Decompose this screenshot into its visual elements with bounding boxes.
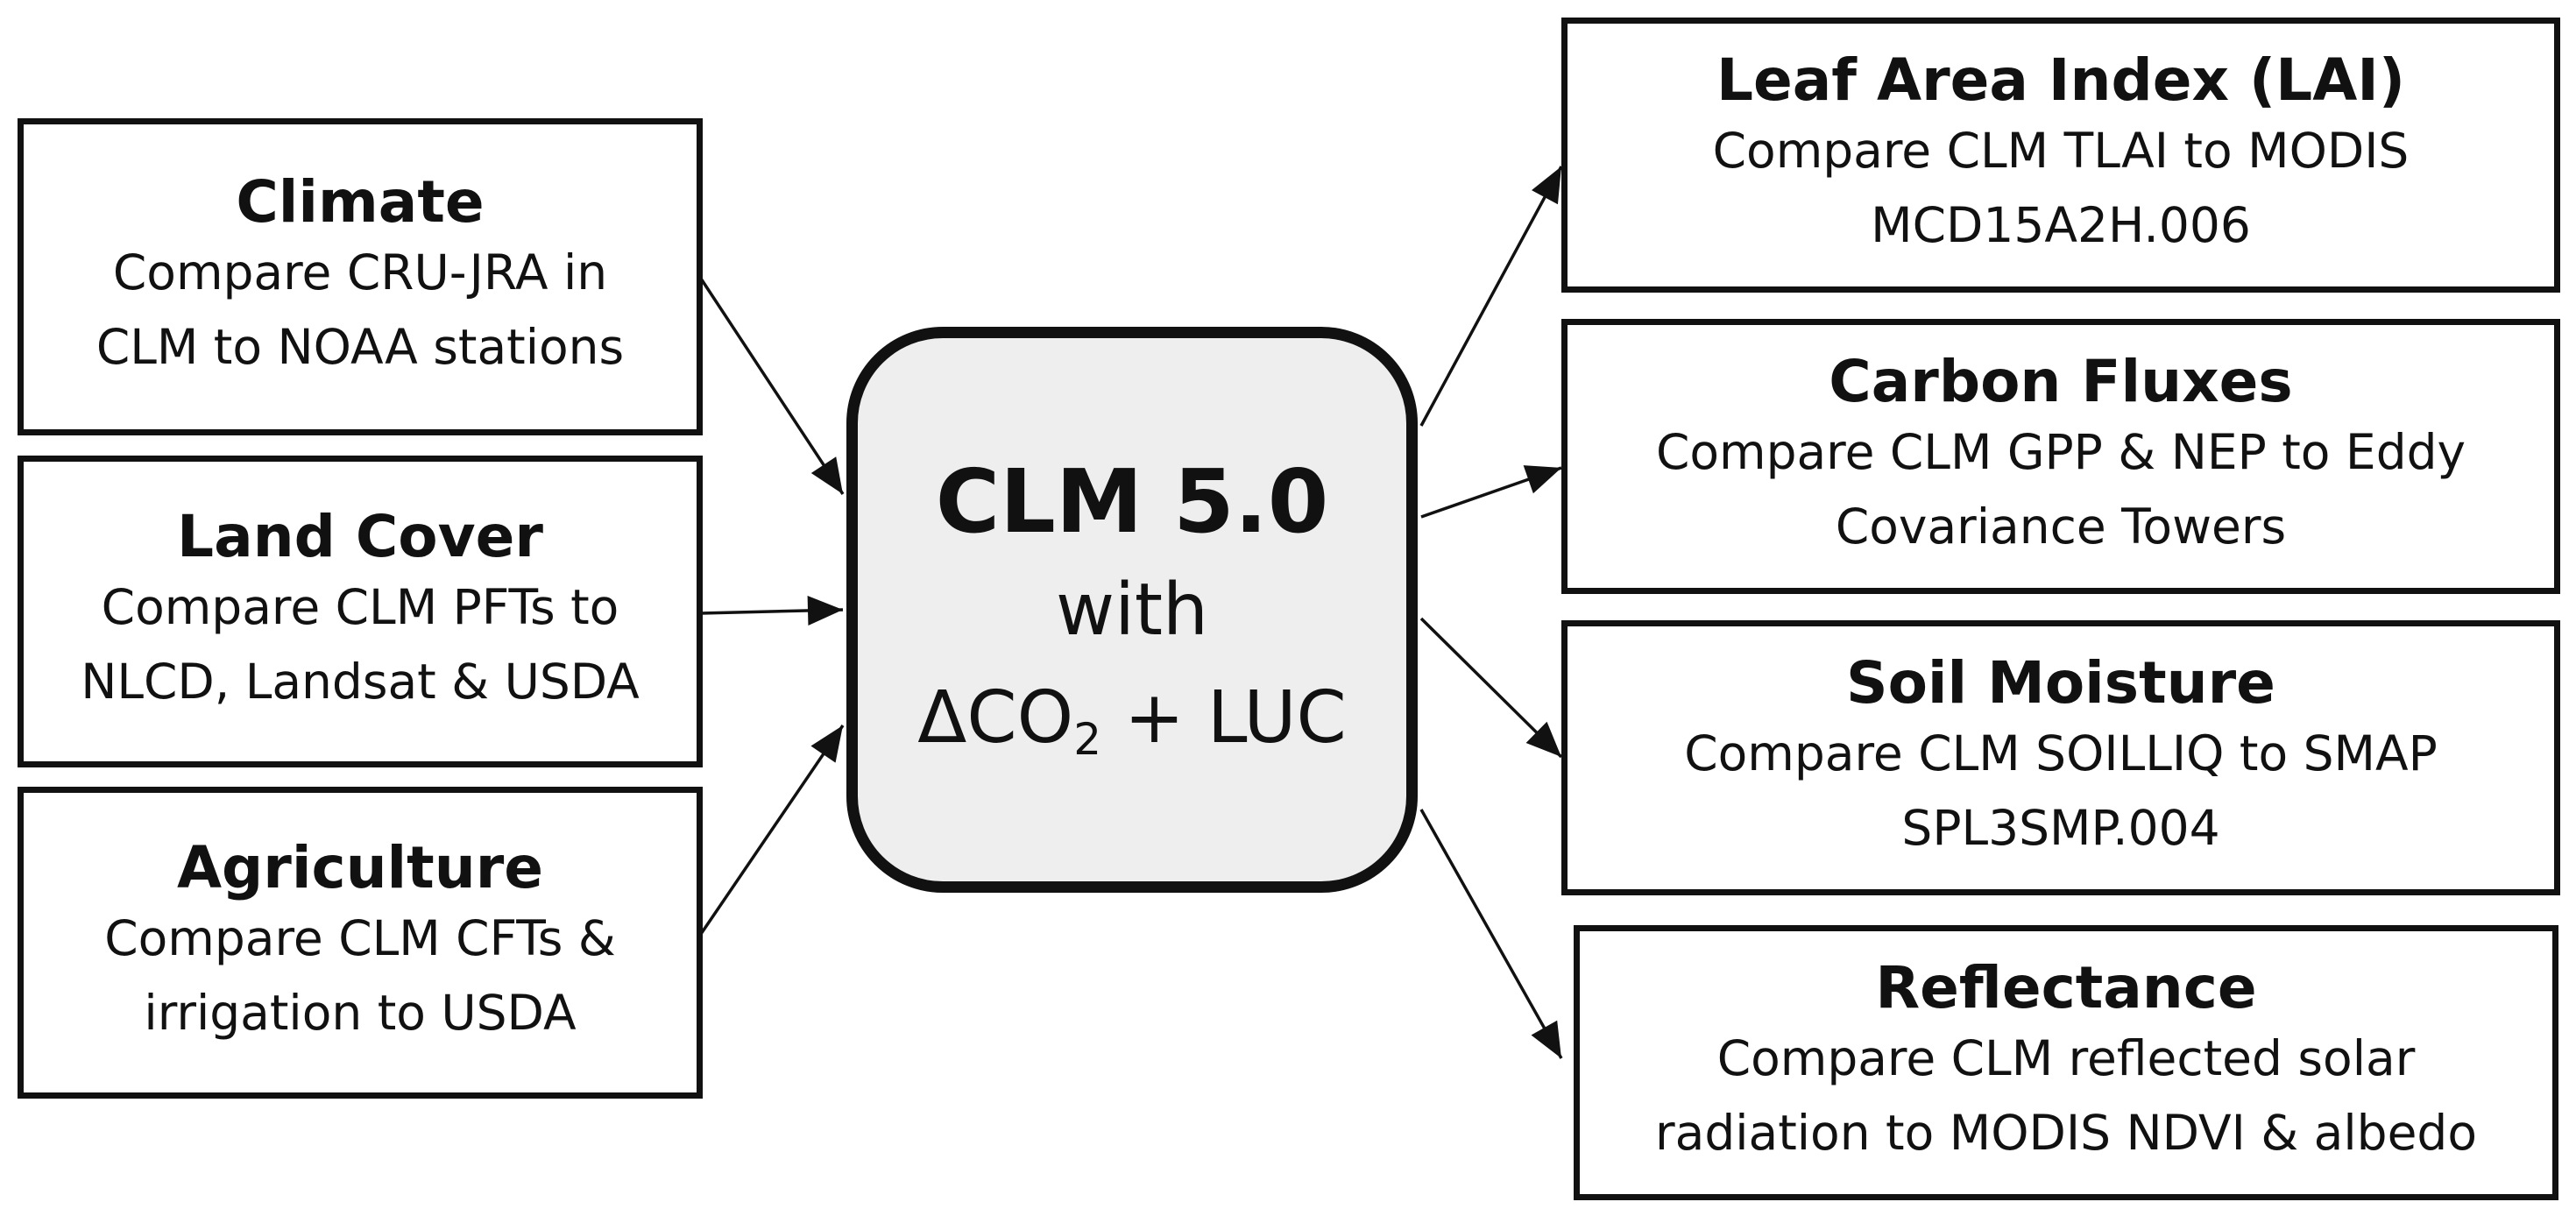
- box-desc-line: MCD15A2H.006: [1871, 196, 2251, 253]
- arrow-agriculture-to-clm-head: [810, 725, 843, 763]
- co2-subscript: 2: [1073, 714, 1101, 765]
- box-title: Carbon Fluxes: [1829, 347, 2293, 415]
- model-title: CLM 5.0: [935, 450, 1329, 553]
- box-desc-line: Covariance Towers: [1835, 498, 2287, 555]
- input-box-climate: Climate Compare CRU-JRA in CLM to NOAA s…: [18, 118, 703, 435]
- box-desc-line: SPL3SMP.004: [1901, 799, 2220, 856]
- box-title: Leaf Area Index (LAI): [1716, 46, 2406, 114]
- box-desc-line: Compare CLM CFTs &: [104, 909, 616, 966]
- box-title: Land Cover: [177, 502, 543, 570]
- box-desc-line: CLM to NOAA stations: [96, 318, 625, 375]
- box-desc-line: Compare CLM GPP & NEP to Eddy: [1655, 423, 2466, 480]
- box-title: Climate: [236, 167, 485, 236]
- output-box-lai: Leaf Area Index (LAI) Compare CLM TLAI t…: [1561, 18, 2560, 293]
- model-forcing-label: ΔCO2 + LUC: [917, 664, 1346, 773]
- arrow-clm-to-soil-head: [1525, 721, 1561, 757]
- box-desc-line: irrigation to USDA: [144, 984, 577, 1041]
- input-box-agriculture: Agriculture Compare CLM CFTs & irrigatio…: [18, 787, 703, 1099]
- box-title: Agriculture: [176, 833, 544, 901]
- arrow-climate-to-clm: [699, 278, 845, 495]
- output-box-carbon-fluxes: Carbon Fluxes Compare CLM GPP & NEP to E…: [1561, 319, 2560, 594]
- arrow-clm-to-carbon-head: [1523, 465, 1561, 494]
- box-desc-line: Compare CLM TLAI to MODIS: [1712, 122, 2410, 179]
- box-title: Reflectance: [1875, 953, 2257, 1022]
- arrow-clm-to-reflectance-head: [1531, 1020, 1561, 1058]
- box-desc-line: radiation to MODIS NDVI & albedo: [1655, 1104, 2477, 1161]
- arrow-clm-to-reflectance: [1419, 809, 1563, 1059]
- arrow-agriculture-to-clm: [699, 725, 845, 935]
- box-desc-line: Compare CLM PFTs to: [101, 578, 619, 635]
- output-box-soil-moisture: Soil Moisture Compare CLM SOILLIQ to SMA…: [1561, 620, 2560, 895]
- delta-co-text: ΔCO: [917, 676, 1074, 760]
- box-desc-line: Compare CLM reflected solar: [1716, 1029, 2416, 1086]
- box-desc-line: NLCD, Landsat & USDA: [81, 653, 640, 710]
- box-desc-line: Compare CRU-JRA in: [112, 244, 608, 300]
- arrow-clm-to-lai-head: [1532, 166, 1561, 205]
- output-box-reflectance: Reflectance Compare CLM reflected solar …: [1574, 925, 2558, 1200]
- clm-model-box: CLM 5.0 with ΔCO2 + LUC: [846, 327, 1418, 893]
- arrow-landcover-to-clm-head: [807, 595, 843, 626]
- input-box-land-cover: Land Cover Compare CLM PFTs to NLCD, Lan…: [18, 456, 703, 767]
- arrow-climate-to-clm-head: [810, 456, 843, 494]
- model-with-label: with: [1056, 569, 1208, 652]
- box-title: Soil Moisture: [1846, 648, 2275, 717]
- luc-text: + LUC: [1101, 676, 1347, 760]
- arrow-clm-to-lai: [1419, 166, 1563, 427]
- box-desc-line: Compare CLM SOILLIQ to SMAP: [1684, 725, 2438, 781]
